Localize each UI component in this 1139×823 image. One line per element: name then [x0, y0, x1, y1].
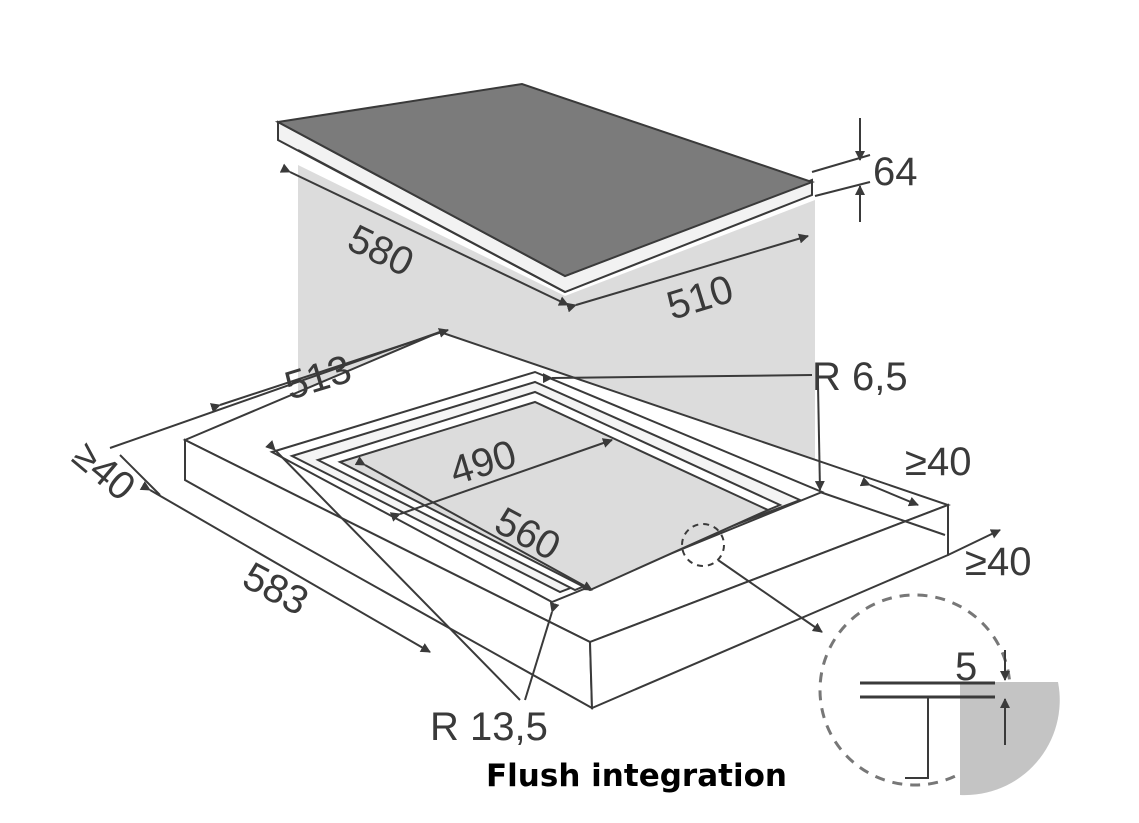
- dim-side-clearance: ≥40: [905, 440, 971, 484]
- dim-radius-small: R 6,5: [812, 355, 908, 399]
- dim-radius-large: R 13,5: [430, 705, 548, 749]
- dim-hob-height: 64: [873, 150, 918, 194]
- dim-rear-clearance: ≥40: [965, 540, 1031, 584]
- detail-marker: [681, 523, 725, 567]
- dim-front-clearance: ≥40: [64, 433, 143, 509]
- flush-detail: [818, 593, 1060, 796]
- dim-cutout-outer-depth: 583: [236, 554, 316, 624]
- caption-title: Flush integration: [486, 758, 787, 794]
- dim-flush-depth: 5: [955, 645, 977, 689]
